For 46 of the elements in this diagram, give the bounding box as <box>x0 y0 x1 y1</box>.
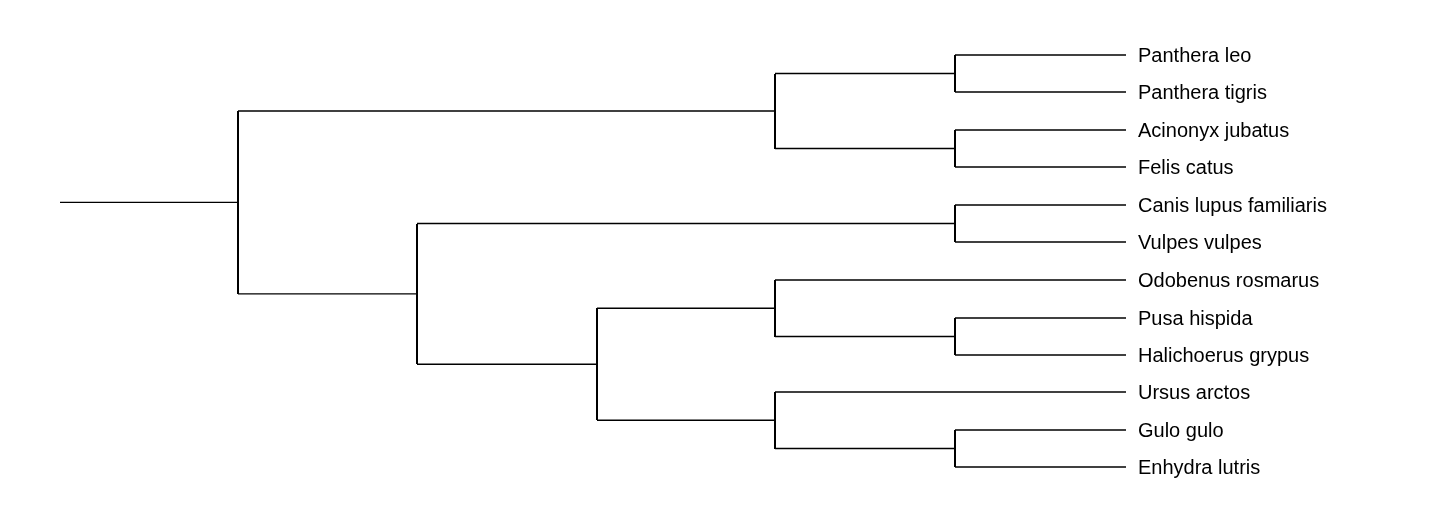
species-label: Ursus arctos <box>1138 382 1251 402</box>
tree-branch-line <box>237 293 418 295</box>
tree-branch-line <box>774 147 956 150</box>
species-label: Vulpes vulpes <box>1138 232 1262 252</box>
tree-branch-line <box>237 111 239 294</box>
tree-branch-line <box>596 307 776 309</box>
species-label: Odobenus rosmarus <box>1138 270 1320 290</box>
tree-branch-line <box>237 110 776 112</box>
tree-branch-line <box>59 201 239 204</box>
species-label: Pusa hispida <box>1138 308 1253 328</box>
tree-branch-line <box>774 335 956 338</box>
tree-branch-line <box>954 429 1127 431</box>
tree-branch-line <box>954 205 956 242</box>
tree-branch-line <box>954 91 1127 93</box>
species-label: Halichoerus grypus <box>1138 345 1310 365</box>
tree-branch-line <box>774 391 1127 393</box>
species-label: Acinonyx jubatus <box>1138 120 1290 140</box>
tree-branch-line <box>954 129 1127 131</box>
tree-branch-line <box>416 363 598 365</box>
tree-branch-line <box>954 204 1127 206</box>
species-label: Canis lupus familiaris <box>1138 195 1327 215</box>
tree-branch-line <box>416 222 956 225</box>
tree-branch-line <box>774 72 956 75</box>
tree-branch-line <box>596 419 776 421</box>
species-label: Felis catus <box>1138 157 1234 177</box>
tree-branch-line <box>954 318 956 355</box>
tree-branch-line <box>774 73 776 149</box>
species-label: Panthera leo <box>1138 45 1252 65</box>
tree-branch-line <box>596 308 598 421</box>
tree-branch-line <box>774 447 956 450</box>
tree-branch-line <box>954 430 956 467</box>
tree-branch-line <box>416 223 418 365</box>
tree-branch-line <box>954 55 956 92</box>
tree-branch-line <box>954 54 1127 56</box>
tree-branch-line <box>774 392 776 449</box>
tree-branch-line <box>954 354 1127 356</box>
tree-branch-line <box>774 280 776 337</box>
tree-branch-line <box>954 241 1127 243</box>
tree-branch-line <box>954 166 1127 168</box>
tree-branch-line <box>954 466 1127 468</box>
tree-branch-line <box>954 130 956 167</box>
species-label: Gulo gulo <box>1138 420 1224 440</box>
tree-branch-line <box>954 317 1127 319</box>
tree-branch-line <box>774 279 1127 281</box>
species-label: Panthera tigris <box>1138 82 1267 102</box>
species-label: Enhydra lutris <box>1138 457 1261 477</box>
